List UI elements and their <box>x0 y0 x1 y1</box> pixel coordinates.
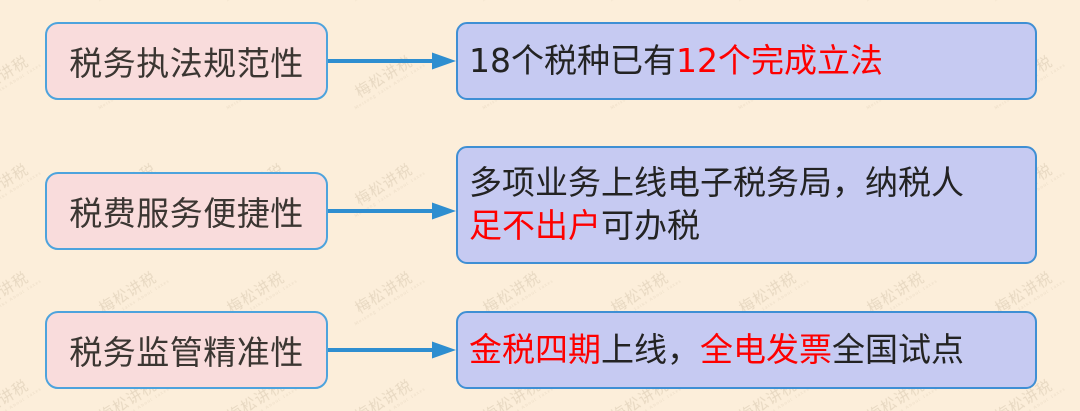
content-text-row-1: 多项业务上线电子税务局，纳税人足不出户可办税 <box>469 162 1025 248</box>
watermark-main-text: 梅松讲税 <box>351 267 416 318</box>
arrow-connector-row-1 <box>328 201 458 221</box>
watermark-main-text: 梅松讲税 <box>95 267 160 318</box>
watermark-sub-text: Meisong Talks About Taxes <box>97 386 171 411</box>
diagram-row: 税费服务便捷性 多项业务上线电子税务局，纳税人足不出户可办税 <box>0 146 1080 264</box>
watermark-sub-text: Meisong Talks About Taxes <box>0 0 43 3</box>
watermark-main-text: 梅松讲税 <box>479 267 544 318</box>
arrow-head-icon <box>432 341 456 359</box>
watermark-sub-text: Meisong Talks About Taxes <box>98 0 171 3</box>
watermark-main-text: 梅松讲税 <box>223 267 288 318</box>
watermark-sub-text: Meisong Talks About Taxes <box>866 0 939 3</box>
watermark-main-text: 梅松讲税 <box>863 267 928 318</box>
label-box-row-2[interactable]: 税务监管精准性 <box>45 311 328 389</box>
label-text: 税费服务便捷性 <box>69 194 304 233</box>
watermark-main-text: 梅松讲税 <box>735 267 800 318</box>
content-line: 足不出户可办税 <box>469 205 1025 248</box>
label-text: 税务执法规范性 <box>69 44 304 83</box>
plain-text: 多项业务上线电子税务局，纳税人 <box>469 163 964 203</box>
arrow-connector-row-0 <box>328 51 458 71</box>
watermark-main-text: 梅松讲税 <box>0 267 32 318</box>
watermark-sub-text: Meisong Talks About Taxes <box>0 386 43 411</box>
content-box-row-1[interactable]: 多项业务上线电子税务局，纳税人足不出户可办税 <box>456 146 1037 264</box>
content-line: 18个税种已有12个完成立法 <box>469 40 1025 83</box>
plain-text: 全国试点 <box>832 329 964 369</box>
plain-text: 上线， <box>601 329 700 369</box>
label-box-row-0[interactable]: 税务执法规范性 <box>45 22 328 100</box>
watermark-sub-text: Meisong Talks About Taxes <box>737 386 811 411</box>
diagram-row: 税务监管精准性 金税四期上线，全电发票全国试点 <box>0 311 1080 389</box>
plain-text: 18个税种已有 <box>469 40 676 80</box>
watermark-main-text: 梅松讲税 <box>991 267 1056 318</box>
watermark-main-text: 梅松讲税 <box>607 267 672 318</box>
watermark-sub-text: Meisong Talks About Taxes <box>353 386 427 411</box>
arrow-connector-row-2 <box>328 340 458 360</box>
watermark-sub-text: Meisong Talks About Taxes <box>610 0 683 3</box>
arrow-head-icon <box>432 202 456 220</box>
watermark-sub-text: Meisong Talks About Taxes <box>609 386 683 411</box>
watermark-sub-text: Meisong Talks About Taxes <box>226 0 299 3</box>
watermark-sub-text: Meisong Talks About Taxes <box>993 386 1067 411</box>
content-line: 多项业务上线电子税务局，纳税人 <box>469 162 1025 205</box>
label-text: 税务监管精准性 <box>69 333 304 372</box>
content-line: 金税四期上线，全电发票全国试点 <box>469 329 1025 372</box>
watermark-sub-text: Meisong Talks About Taxes <box>225 386 299 411</box>
watermark-sub-text: Meisong Talks About Taxes <box>481 386 555 411</box>
watermark-sub-text: Meisong Talks About Taxes <box>354 0 427 3</box>
plain-text: 可办税 <box>601 206 700 245</box>
watermark-sub-text: Meisong Talks About Taxes <box>865 386 939 411</box>
watermark-sub-text: Meisong Talks About Taxes <box>738 0 811 3</box>
content-text-row-0: 18个税种已有12个完成立法 <box>469 40 1025 83</box>
highlighted-text: 足不出户 <box>469 206 601 245</box>
highlighted-text: 12个完成立法 <box>676 40 883 80</box>
highlighted-text: 全电发票 <box>700 329 832 369</box>
arrow-head-icon <box>432 52 456 70</box>
watermark-sub-text: Meisong Talks About Taxes <box>994 0 1067 3</box>
watermark-sub-text: Meisong Talks About Taxes <box>482 0 555 3</box>
content-box-row-0[interactable]: 18个税种已有12个完成立法 <box>456 22 1037 100</box>
content-text-row-2: 金税四期上线，全电发票全国试点 <box>469 329 1025 372</box>
content-box-row-2[interactable]: 金税四期上线，全电发票全国试点 <box>456 311 1037 389</box>
diagram-row: 税务执法规范性 18个税种已有12个完成立法 <box>0 22 1080 100</box>
label-box-row-1[interactable]: 税费服务便捷性 <box>45 172 328 250</box>
highlighted-text: 金税四期 <box>469 329 601 369</box>
